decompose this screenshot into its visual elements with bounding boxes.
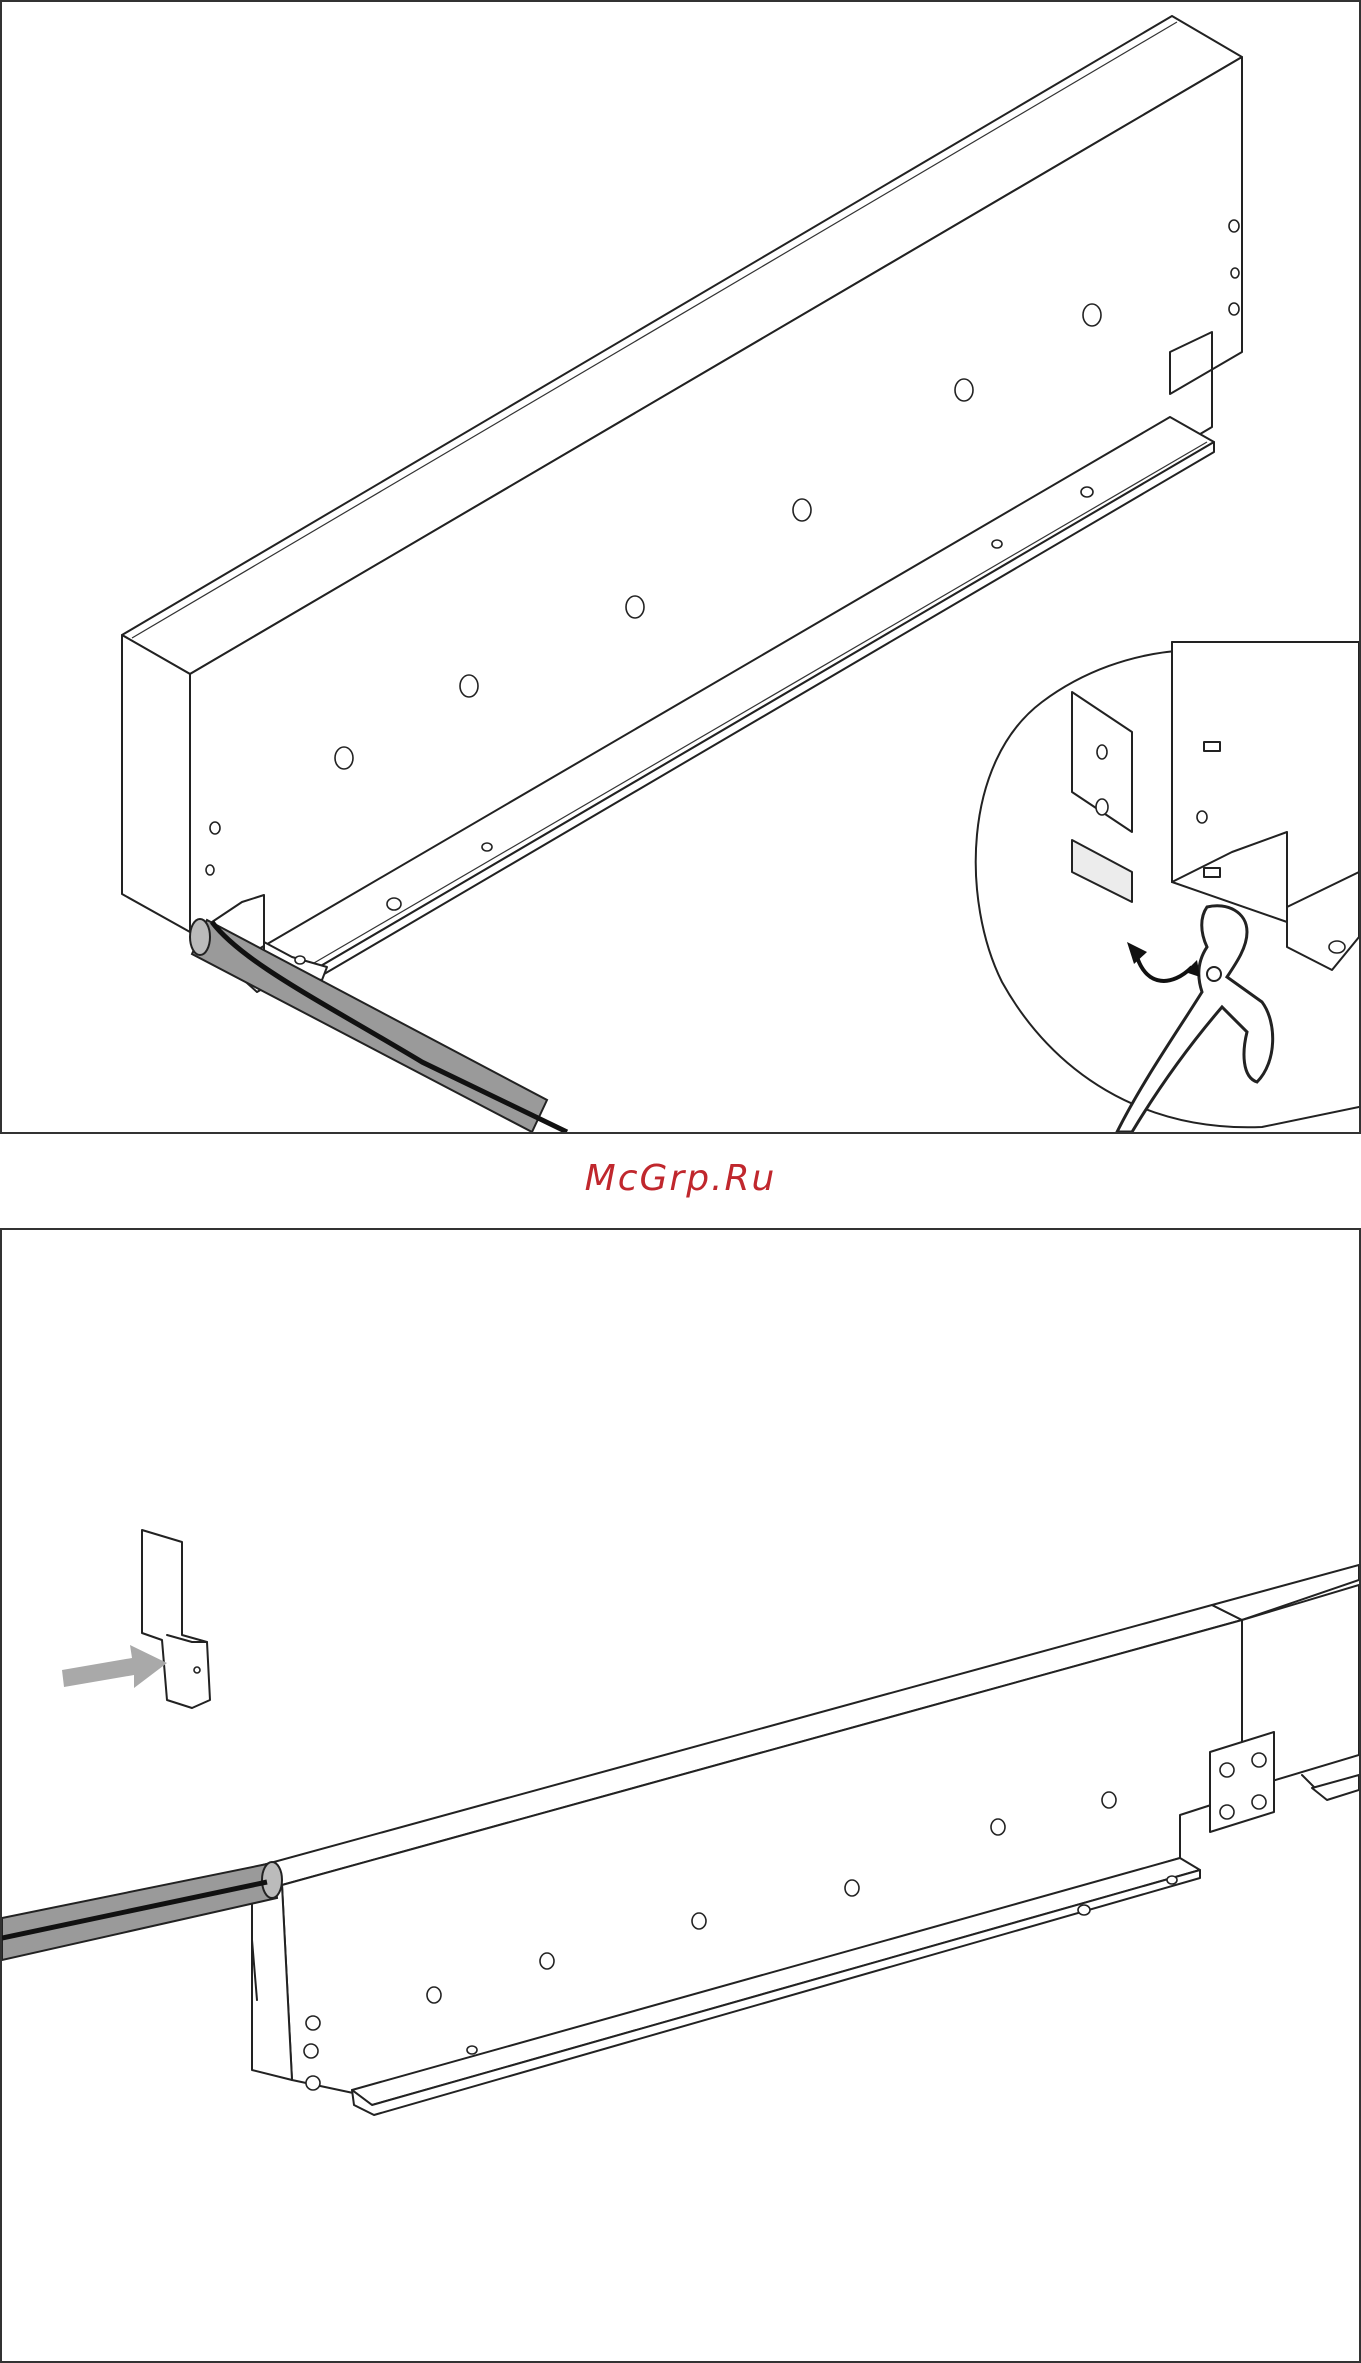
curved-arrow-icon <box>1127 942 1200 981</box>
top-figure-drawing <box>2 2 1359 1132</box>
bottom-figure-panel <box>0 1228 1361 2363</box>
rod-icon <box>190 919 567 1132</box>
drawer-side-panel <box>252 1565 1359 2115</box>
gray-arrow-icon <box>62 1645 167 1688</box>
bottom-figure-drawing <box>2 1230 1359 2361</box>
pliers-icon <box>1117 906 1273 1132</box>
front-bracket <box>142 1530 257 2000</box>
rod-icon <box>2 1862 282 1960</box>
watermark-text: McGrp.Ru <box>0 1158 1361 1199</box>
top-figure-panel <box>0 0 1361 1134</box>
